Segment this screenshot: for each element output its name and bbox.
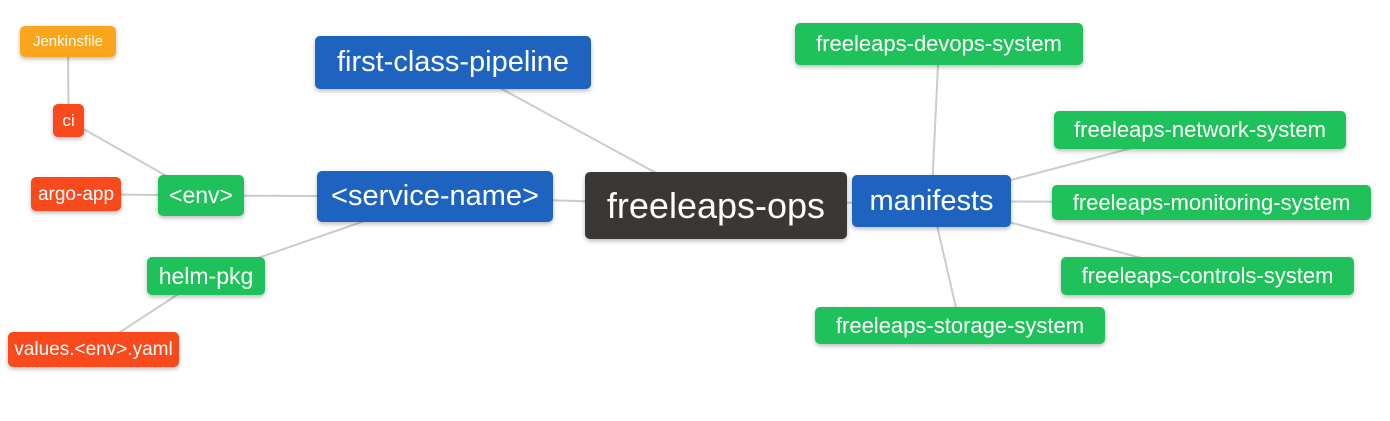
node-freeleaps-controls-system[interactable]: freeleaps-controls-system [1061,257,1354,295]
node-first-class-pipeline[interactable]: first-class-pipeline [315,36,591,89]
node-freeleaps-ops[interactable]: freeleaps-ops [585,172,847,239]
node-helm-pkg[interactable]: helm-pkg [147,257,265,295]
node-freeleaps-network-system[interactable]: freeleaps-network-system [1054,111,1346,149]
node-freeleaps-devops-system[interactable]: freeleaps-devops-system [795,23,1083,65]
node-ci[interactable]: ci [53,104,84,137]
node-freeleaps-storage-system[interactable]: freeleaps-storage-system [815,307,1105,344]
node-values-env-yaml[interactable]: values.<env>.yaml [8,332,179,367]
node-jenkinsfile[interactable]: Jenkinsfile [20,26,116,57]
node-manifests[interactable]: manifests [852,175,1011,227]
node-freeleaps-monitoring-system[interactable]: freeleaps-monitoring-system [1052,185,1371,220]
node-env[interactable]: <env> [158,175,244,216]
node-service-name[interactable]: <service-name> [317,171,553,222]
node-argo-app[interactable]: argo-app [31,177,121,211]
